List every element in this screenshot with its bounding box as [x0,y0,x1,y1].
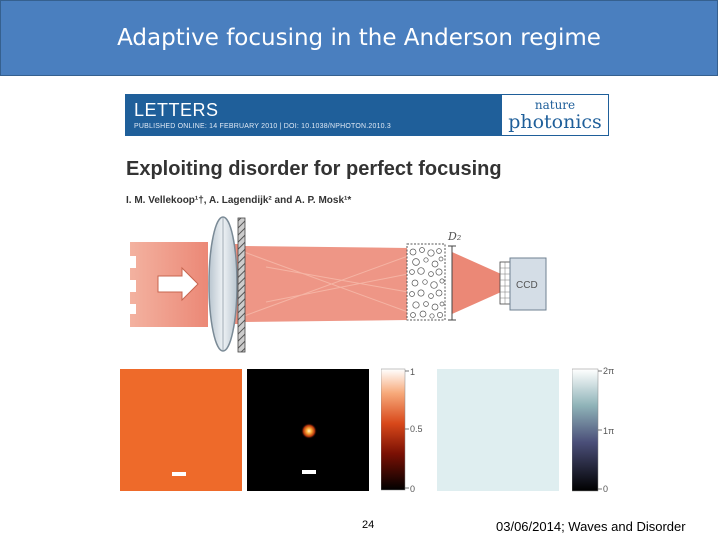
phase-map-image [437,369,559,491]
speckle-image [120,369,242,491]
journal-logo-line1: nature [534,98,576,112]
intensity-tick-bottom: 0 [410,484,415,494]
publication-line: PUBLISHED ONLINE: 14 FEBRUARY 2010 | DOI… [134,123,392,130]
sample-particles [409,247,445,319]
phase-tick-bottom: 0 [603,484,608,494]
beam-arrow-icon [157,266,199,302]
intensity-colorbar: 1 0.5 0 [381,368,423,494]
slide-title: Adaptive focusing in the Anderson regime [117,25,601,51]
journal-logo-line2: photonics [508,111,602,133]
focus-image [247,369,369,491]
footer-date-event: 03/06/2014; Waves and Disorder [496,519,686,534]
phase-colorbar: 2π 1π 0 [572,366,614,494]
ccd-label: CCD [516,280,538,291]
scale-bar [172,472,186,476]
title-bar: Adaptive focusing in the Anderson regime [0,0,718,76]
distance-label: D₂ [447,230,461,243]
page-number: 24 [362,519,375,531]
setup-figure: D₂ CCD [130,216,547,353]
crossing-rays [243,251,409,317]
speckle-pattern [120,369,242,491]
paper-title: Exploiting disorder for perfect focusing [126,158,502,180]
focus-spot [301,423,317,439]
intensity-tick-mid: 0.5 [410,424,423,434]
phase-pattern [437,369,559,491]
spatial-light-modulator [237,217,246,353]
scattering-sample [406,243,446,321]
phase-tick-mid: 1π [603,426,614,436]
paper-header-banner: LETTERS PUBLISHED ONLINE: 14 FEBRUARY 20… [125,94,609,136]
intensity-gradient [381,368,406,491]
output-focus-beam [452,252,510,314]
phase-tick-top: 2π [603,366,614,376]
distance-marker [448,245,456,321]
converging-beam [244,246,408,322]
section-label: LETTERS [134,100,219,120]
ccd-camera [509,257,547,311]
phase-gradient [572,368,599,492]
journal-logo: nature photonics [501,94,609,136]
intensity-tick-top: 1 [410,368,415,377]
scale-bar [302,470,316,474]
paper-authors: I. M. Vellekoop¹†, A. Lagendijk² and A. … [126,195,352,206]
